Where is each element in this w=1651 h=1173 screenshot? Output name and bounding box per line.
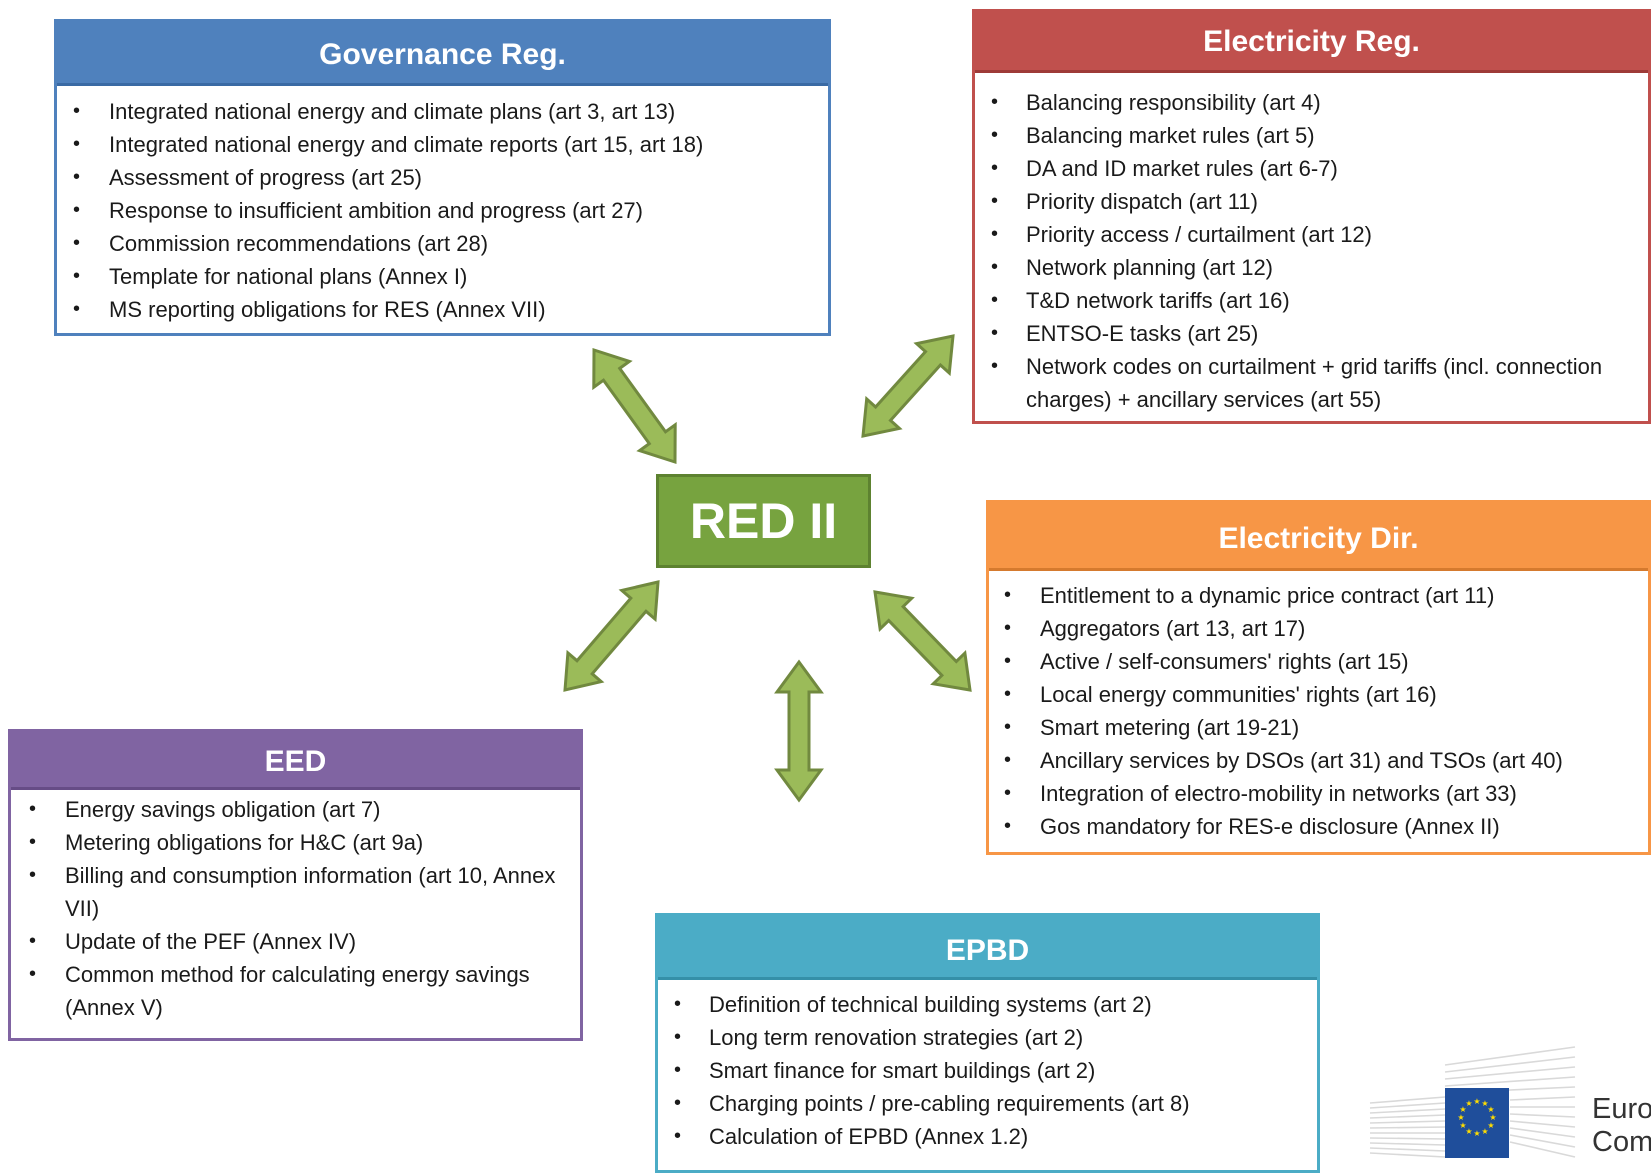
list-item: Common method for calculating energy sav… xyxy=(11,958,566,1024)
list-item: Ancillary services by DSOs (art 31) and … xyxy=(989,744,1648,777)
svg-text:★: ★ xyxy=(1487,1121,1494,1130)
list-item: ENTSO-E tasks (art 25) xyxy=(975,317,1628,350)
svg-text:★: ★ xyxy=(1473,1097,1480,1106)
list-item: DA and ID market rules (art 6-7) xyxy=(975,152,1628,185)
logo-text-line1: Euro xyxy=(1592,1093,1651,1125)
svg-text:★: ★ xyxy=(1465,1099,1472,1108)
european-commission-logo: ★★★ ★★★ ★★★ ★★★ Euro Com xyxy=(1360,1045,1651,1158)
epbd-list: Definition of technical building systems… xyxy=(658,980,1317,1153)
eed-box: EED Energy savings obligation (art 7)Met… xyxy=(8,729,583,1041)
svg-text:★: ★ xyxy=(1459,1121,1466,1130)
list-item: Network codes on curtailment + grid tari… xyxy=(975,350,1628,416)
svg-text:★: ★ xyxy=(1481,1099,1488,1108)
governance-reg-list: Integrated national energy and climate p… xyxy=(57,86,828,326)
list-item: Priority access / curtailment (art 12) xyxy=(975,218,1628,251)
electricity-dir-box: Electricity Dir. Entitlement to a dynami… xyxy=(986,500,1651,855)
arrow-red-epbd xyxy=(774,659,824,803)
list-item: Network planning (art 12) xyxy=(975,251,1628,284)
list-item: Assessment of progress (art 25) xyxy=(57,161,828,194)
list-item: Response to insufficient ambition and pr… xyxy=(57,194,828,227)
list-item: Priority dispatch (art 11) xyxy=(975,185,1628,218)
list-item: Balancing market rules (art 5) xyxy=(975,119,1628,152)
list-item: Calculation of EPBD (Annex 1.2) xyxy=(658,1120,1317,1153)
svg-text:★: ★ xyxy=(1489,1113,1496,1122)
list-item: Update of the PEF (Annex IV) xyxy=(11,925,566,958)
epbd-box: EPBD Definition of technical building sy… xyxy=(655,913,1320,1173)
list-item: Active / self-consumers' rights (art 15) xyxy=(989,645,1648,678)
list-item: Commission recommendations (art 28) xyxy=(57,227,828,260)
list-item: Local energy communities' rights (art 16… xyxy=(989,678,1648,711)
epbd-title: EPBD xyxy=(658,916,1317,980)
governance-reg-title: Governance Reg. xyxy=(57,22,828,86)
electricity-dir-title: Electricity Dir. xyxy=(989,503,1648,571)
svg-text:★: ★ xyxy=(1457,1113,1464,1122)
list-item: Billing and consumption information (art… xyxy=(11,859,566,925)
logo-graphic: ★★★ ★★★ ★★★ ★★★ xyxy=(1369,1046,1576,1158)
governance-reg-box: Governance Reg. Integrated national ener… xyxy=(54,19,831,336)
svg-text:★: ★ xyxy=(1465,1127,1472,1136)
list-item: T&D network tariffs (art 16) xyxy=(975,284,1628,317)
arrow-red-eed xyxy=(563,580,660,692)
list-item: MS reporting obligations for RES (Annex … xyxy=(57,293,828,326)
list-item: Charging points / pre-cabling requiremen… xyxy=(658,1087,1317,1120)
list-item: Definition of technical building systems… xyxy=(658,988,1317,1021)
list-item: Aggregators (art 13, art 17) xyxy=(989,612,1648,645)
eed-list: Energy savings obligation (art 7)Meterin… xyxy=(11,790,580,1024)
logo-text: Euro Com xyxy=(1592,1093,1651,1158)
arrow-red-electricity-reg xyxy=(861,334,955,438)
list-item: Smart metering (art 19-21) xyxy=(989,711,1648,744)
electricity-dir-list: Entitlement to a dynamic price contract … xyxy=(989,571,1648,843)
list-item: Smart finance for smart buildings (art 2… xyxy=(658,1054,1317,1087)
list-item: Gos mandatory for RES-e disclosure (Anne… xyxy=(989,810,1648,843)
svg-text:★: ★ xyxy=(1459,1105,1466,1114)
arrow-red-electricity-dir xyxy=(873,590,972,692)
electricity-reg-box: Electricity Reg. Balancing responsibilit… xyxy=(972,9,1651,424)
list-item: Template for national plans (Annex I) xyxy=(57,260,828,293)
red-ii-center-box: RED II xyxy=(656,474,871,568)
list-item: Integrated national energy and climate p… xyxy=(57,95,828,128)
electricity-reg-title: Electricity Reg. xyxy=(975,12,1648,73)
list-item: Integrated national energy and climate r… xyxy=(57,128,828,161)
svg-text:★: ★ xyxy=(1481,1127,1488,1136)
list-item: Long term renovation strategies (art 2) xyxy=(658,1021,1317,1054)
list-item: Integration of electro-mobility in netwo… xyxy=(989,777,1648,810)
arrow-red-governance xyxy=(592,347,677,465)
electricity-reg-list: Balancing responsibility (art 4)Balancin… xyxy=(975,73,1648,416)
list-item: Energy savings obligation (art 7) xyxy=(11,793,566,826)
eu-flag-icon xyxy=(1445,1088,1509,1158)
logo-text-line2: Com xyxy=(1592,1126,1651,1158)
eed-title: EED xyxy=(11,732,580,790)
list-item: Metering obligations for H&C (art 9a) xyxy=(11,826,566,859)
svg-text:★: ★ xyxy=(1487,1105,1494,1114)
svg-text:★: ★ xyxy=(1473,1129,1480,1138)
list-item: Balancing responsibility (art 4) xyxy=(975,86,1628,119)
list-item: Entitlement to a dynamic price contract … xyxy=(989,579,1648,612)
